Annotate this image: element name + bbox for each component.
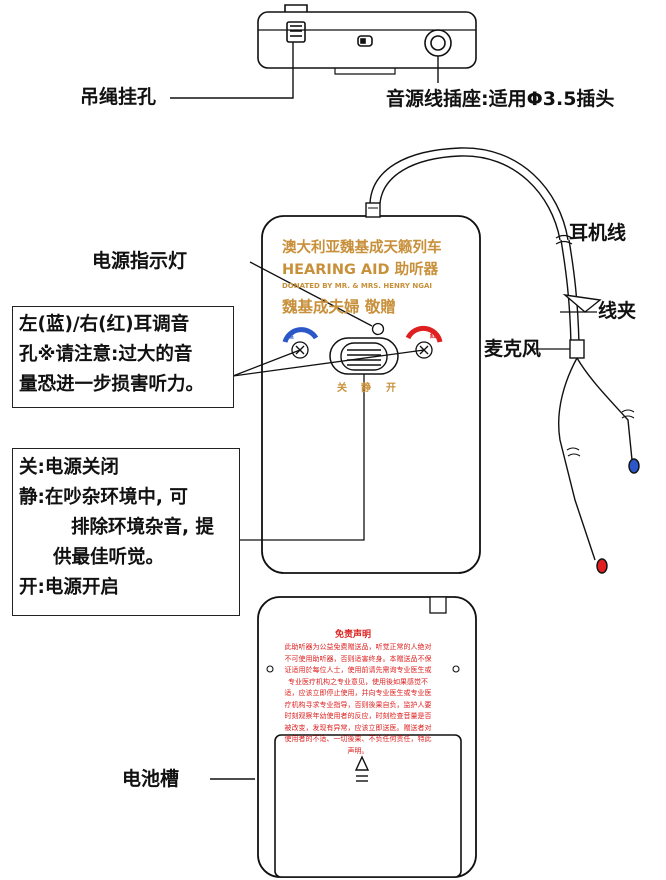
volume-note-line: 左(蓝)/右(红)耳调音	[19, 314, 190, 335]
microphone-label: 麦克风	[484, 338, 542, 360]
device-top-view	[257, 4, 477, 75]
volume-note-line: 孔※请注意:过大的音	[19, 344, 193, 365]
device-donor-name: 魏基成夫婦 敬贈	[282, 298, 396, 316]
disclaimer-text: 此助听器为公益免费赠送品，听觉正常的人绝对不可使用助听器，否则适害终身。本赠送品…	[284, 643, 432, 755]
lanyard-hole-label: 吊绳挂孔	[80, 86, 157, 108]
dial-right-mark: 紅	[430, 333, 437, 340]
switch-note-line: 静:在吵杂环境中, 可	[19, 487, 188, 508]
device-title-cn: 澳大利亚魏基成天籁列车	[282, 240, 442, 256]
earphone-cable	[369, 147, 640, 574]
switch-note-line: 排除环境杂音, 提	[71, 517, 214, 538]
earphone-cable-label: 耳机线	[569, 222, 627, 244]
volume-note-box: 左(蓝)/右(红)耳调音 孔※请注意:过大的音 量恐进一步损害听力。	[12, 306, 234, 408]
device-donated-by: DONATED BY MR. & MRS. HENRY NGAI	[282, 282, 433, 290]
device-front-view	[261, 202, 481, 574]
battery-slot-label: 电池槽	[122, 768, 180, 790]
power-indicator-label: 电源指示灯	[92, 250, 188, 272]
switch-note-line: 关:电源关闭	[19, 457, 119, 478]
device-title-hearing-aid: HEARING AID 助听器	[282, 262, 439, 278]
switch-note-line: 开:电源开启	[19, 577, 119, 598]
switch-label-on: 开	[386, 383, 396, 394]
switch-label-quiet: 静	[361, 383, 371, 394]
disclaimer-title: 免责声明	[335, 630, 372, 640]
switch-label-off: 关	[337, 383, 347, 394]
cable-clip-label: 线夹	[598, 300, 637, 322]
switch-note-box: 关:电源关闭 静:在吵杂环境中, 可 排除环境杂音, 提 供最佳听觉。 开:电源…	[12, 448, 240, 616]
switch-note-line: 供最佳听觉。	[53, 547, 165, 568]
dial-left-mark: 蓝	[288, 333, 295, 340]
device-back-view	[257, 596, 477, 878]
volume-note-line: 量恐进一步损害听力。	[19, 374, 205, 395]
audio-jack-label: 音源线插座:适用Φ3.5插头	[386, 88, 615, 110]
